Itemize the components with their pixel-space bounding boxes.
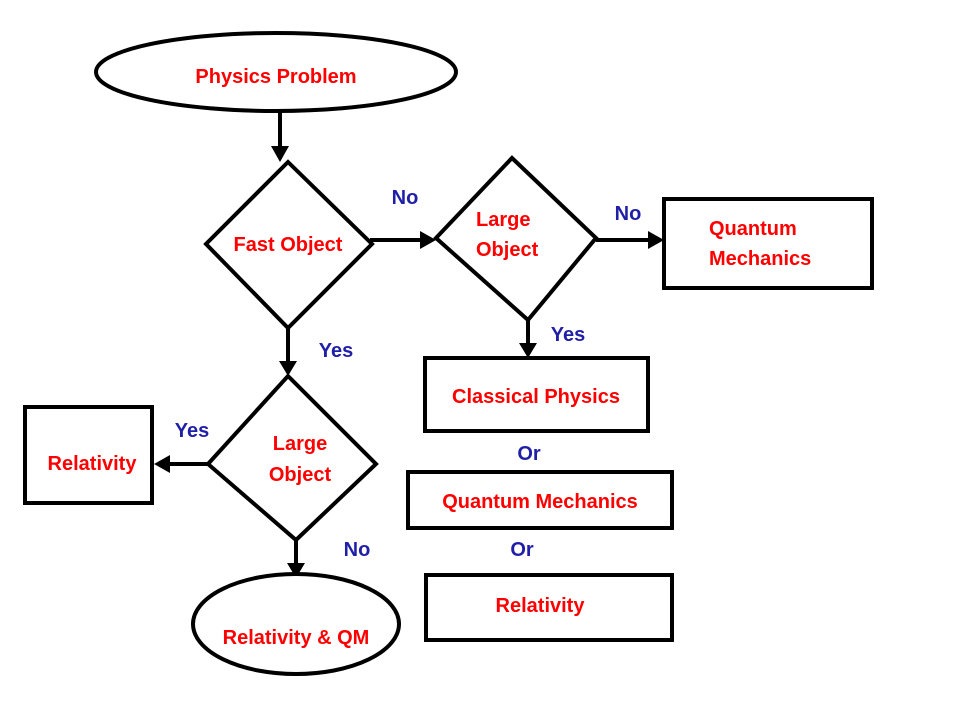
quantum-mechanics-top-label-line2: Mechanics [709, 248, 811, 270]
fast-yes-label: Yes [319, 340, 353, 362]
physics-problem-ellipse [94, 31, 458, 113]
edge-labels: No No Yes Yes Yes No Or Or [175, 187, 642, 561]
classical-physics-label: Classical Physics [452, 386, 620, 408]
physics-problem-label: Physics Problem [195, 66, 356, 88]
or-label-1: Or [517, 443, 541, 465]
large-bottom-yes-label: Yes [175, 420, 209, 442]
large-top-yes-label: Yes [551, 324, 585, 346]
arrowhead-problem-to-fast [271, 146, 289, 162]
large-object-bottom-label-line2: Object [269, 464, 332, 486]
quantum-mechanics-mid-box [406, 470, 674, 530]
edges [154, 112, 664, 578]
classical-physics-box [423, 356, 650, 433]
quantum-mechanics-top-label-line1: Quantum [709, 218, 797, 240]
shapes [23, 31, 874, 676]
node-labels: Physics Problem Fast Object Large Object… [48, 66, 812, 649]
fast-no-label: No [392, 187, 419, 209]
large-object-top-label-line2: Object [476, 239, 539, 261]
large-bottom-no-label: No [344, 539, 371, 561]
quantum-mechanics-top-box [662, 197, 874, 290]
relativity-left-box [23, 405, 154, 505]
relativity-right-label: Relativity [496, 595, 586, 617]
large-object-top-label-line1: Large [476, 209, 530, 231]
arrowhead-large-top-to-classical [519, 343, 537, 358]
arrowhead-large-bottom-to-relativity [154, 455, 170, 473]
arrowhead-large-bottom-to-rel-qm [287, 563, 305, 578]
arrowhead-fast-to-large-bottom [279, 361, 297, 376]
arrowhead-large-top-to-qm [648, 231, 664, 249]
large-object-top-diamond [433, 155, 599, 323]
relativity-left-label: Relativity [48, 453, 138, 475]
relativity-right-box [424, 573, 674, 642]
large-top-no-label: No [615, 203, 642, 225]
relativity-qm-ellipse [191, 572, 401, 676]
arrowhead-fast-to-large-top [420, 231, 436, 249]
fast-object-label: Fast Object [234, 234, 343, 256]
large-object-bottom-diamond [205, 373, 379, 543]
or-label-2: Or [510, 539, 534, 561]
fast-object-diamond [203, 159, 375, 331]
relativity-qm-label: Relativity & QM [223, 627, 370, 649]
large-object-bottom-label-line1: Large [273, 433, 327, 455]
quantum-mechanics-mid-label: Quantum Mechanics [442, 491, 638, 513]
